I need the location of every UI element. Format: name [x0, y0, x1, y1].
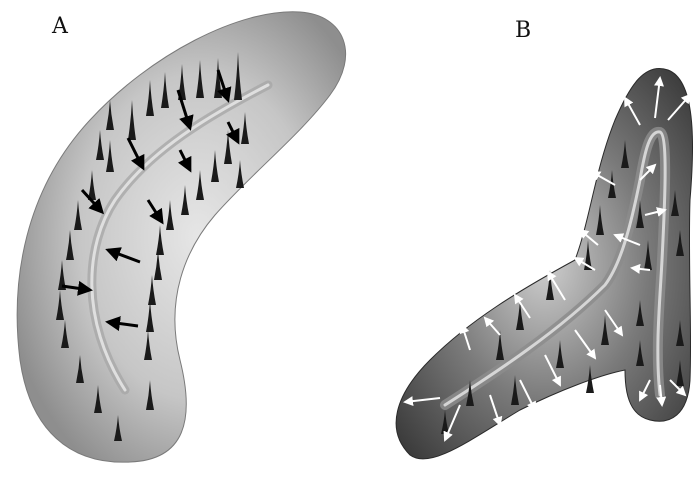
panel-b-label: B [515, 18, 531, 43]
panel-a-label: A [52, 14, 68, 39]
panel-b-surface [396, 68, 692, 459]
panel-a-surface [17, 12, 345, 462]
